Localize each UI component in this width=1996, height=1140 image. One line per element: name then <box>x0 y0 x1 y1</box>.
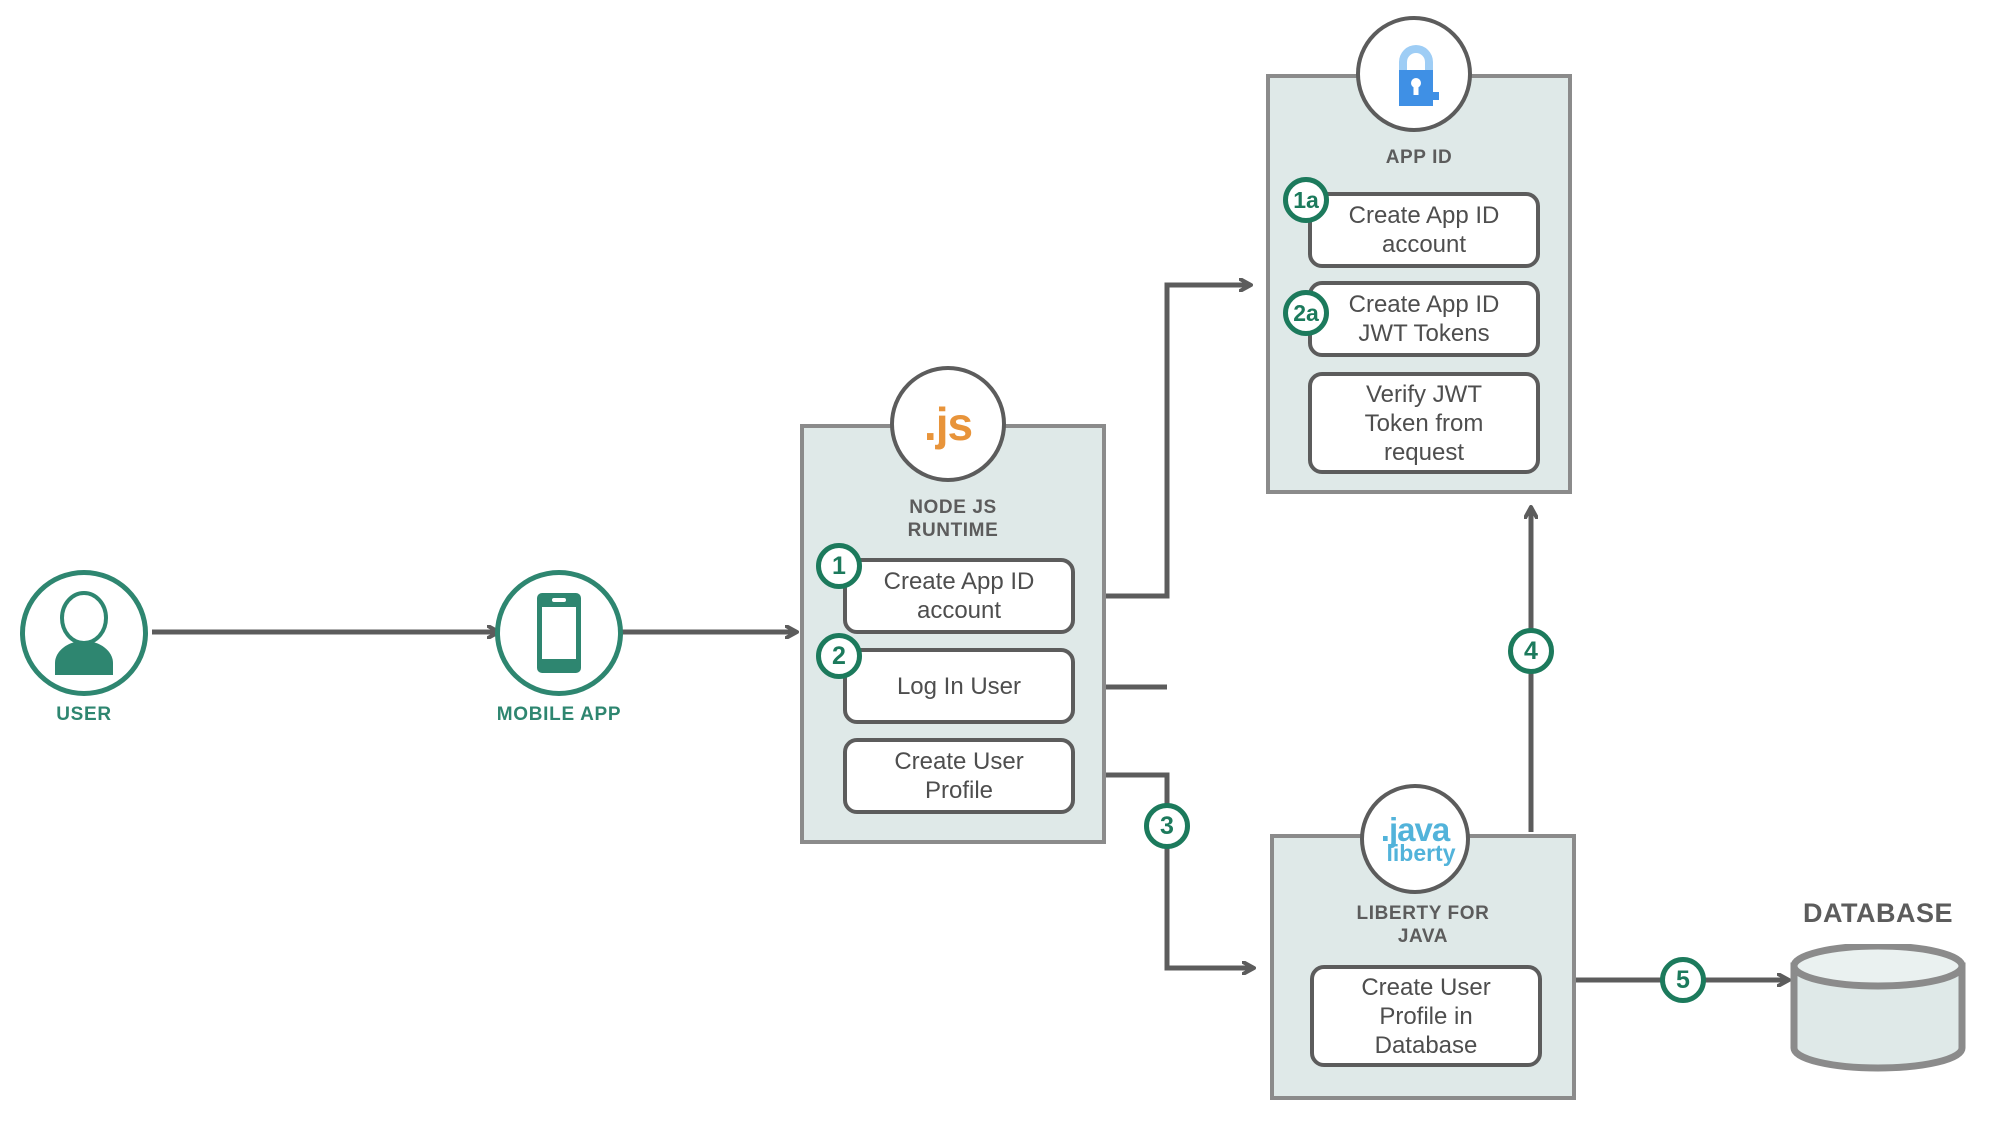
card-line3: request <box>1383 438 1465 466</box>
card-line1: Create App ID <box>1348 291 1500 318</box>
card-appid-verify-jwt-token[interactable]: Verify JWT Token from request <box>1308 372 1540 474</box>
card-line2: Profile in <box>1379 1002 1473 1030</box>
java-liberty-logo-sub: liberty <box>1386 840 1456 866</box>
card-nodejs-log-in-user[interactable]: Log In User <box>843 648 1075 724</box>
badge-step-1a: 1a <box>1283 177 1329 223</box>
card-line2: account <box>916 597 1002 624</box>
actor-user-label: USER <box>56 704 112 725</box>
badge-step-4: 4 <box>1508 628 1554 674</box>
actor-mobile-app <box>495 570 623 696</box>
card-line1: Log In User <box>896 672 1022 700</box>
nodejs-logo-medallion: .js <box>890 366 1006 482</box>
panel-app-id-title: APP ID <box>1266 146 1572 169</box>
panel-nodejs-title: NODE JS RUNTIME <box>800 496 1106 542</box>
card-line3: Database <box>1374 1031 1478 1059</box>
card-line2: account <box>1381 231 1467 258</box>
card-line1: Create User <box>1361 973 1491 1001</box>
actor-mobile-app-label: MOBILE APP <box>496 704 622 725</box>
card-nodejs-create-appid-account[interactable]: Create App ID account <box>843 558 1075 634</box>
card-line1: Create User <box>894 748 1024 775</box>
badge-step-1: 1 <box>816 543 862 589</box>
liberty-logo-medallion: .java liberty <box>1360 784 1470 894</box>
nodejs-logo-icon: .js <box>923 398 973 450</box>
actor-user <box>20 570 148 696</box>
badge-step-5: 5 <box>1660 957 1706 1003</box>
card-line1: Verify JWT <box>1365 380 1482 408</box>
badge-step-2: 2 <box>816 633 862 679</box>
card-line1: Create App ID <box>883 568 1035 595</box>
user-avatar-icon <box>55 591 113 675</box>
database-label: DATABASE <box>1803 898 1953 928</box>
panel-nodejs-title-line1: NODE JS <box>909 497 997 518</box>
panel-nodejs-title-line2: RUNTIME <box>907 520 999 541</box>
panel-app-id-title-line1: APP ID <box>1385 147 1453 168</box>
card-nodejs-create-user-profile[interactable]: Create User Profile <box>843 738 1075 814</box>
padlock-head-icon <box>1399 45 1439 106</box>
appid-logo-medallion <box>1356 16 1472 132</box>
panel-liberty-title-line2: JAVA <box>1397 926 1449 947</box>
mobile-phone-icon <box>537 593 581 673</box>
card-line2: Profile <box>924 777 994 804</box>
java-liberty-logo-icon: .java <box>1380 811 1450 848</box>
card-line2: Token from <box>1364 409 1484 437</box>
panel-liberty-title: LIBERTY FOR JAVA <box>1270 902 1576 948</box>
badge-step-2a: 2a <box>1283 290 1329 336</box>
badge-step-3: 3 <box>1144 803 1190 849</box>
panel-liberty-title-line1: LIBERTY FOR <box>1356 903 1490 924</box>
card-appid-create-account[interactable]: Create App ID account <box>1308 192 1540 268</box>
database-cylinder-icon <box>1790 944 1966 1072</box>
card-appid-create-jwt-tokens[interactable]: Create App ID JWT Tokens <box>1308 281 1540 357</box>
card-liberty-create-user-profile-in-db[interactable]: Create User Profile in Database <box>1310 965 1542 1067</box>
card-line1: Create App ID <box>1348 202 1500 229</box>
card-line2: JWT Tokens <box>1358 320 1490 347</box>
